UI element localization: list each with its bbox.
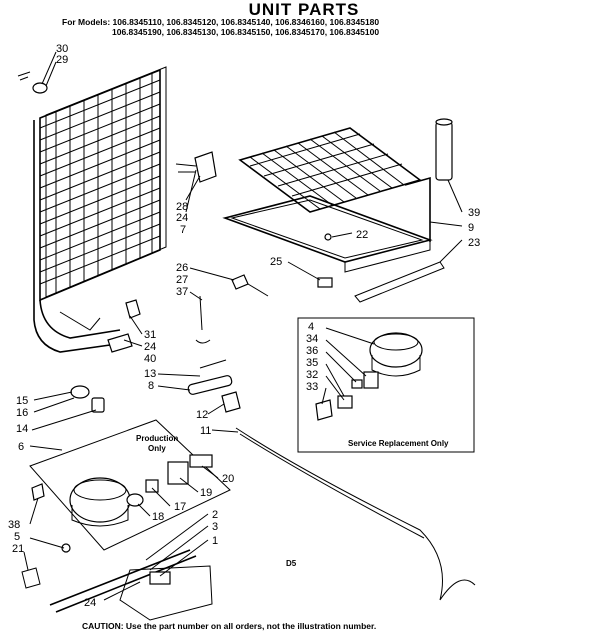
- callout-5: 5: [14, 531, 20, 543]
- callout-40: 40: [144, 353, 156, 365]
- callout-30: 30: [56, 43, 68, 55]
- callout-16: 16: [16, 407, 28, 419]
- callout-14: 14: [16, 423, 28, 435]
- condenser-coil: [33, 66, 167, 353]
- clip-25: [317, 277, 333, 288]
- callout-24-mid: 24: [144, 341, 156, 353]
- callout-37: 37: [176, 286, 188, 298]
- callout-21: 21: [12, 543, 24, 555]
- evaporator: [222, 127, 445, 303]
- callout-6: 6: [18, 441, 24, 453]
- callout-35: 35: [306, 357, 318, 369]
- caution-note: CAUTION: Use the part number on all orde…: [82, 621, 377, 631]
- production-panel: Production Only: [29, 419, 231, 551]
- production-label: Production: [136, 434, 178, 443]
- callout-11: 11: [200, 425, 211, 437]
- callout-8: 8: [148, 380, 154, 392]
- drain-tube-39: [435, 118, 453, 181]
- model-list-line-1: For Models: 106.8345110, 106.8345120, 10…: [62, 17, 380, 27]
- callout-24-top: 24: [176, 212, 188, 224]
- clip-26-27: [231, 274, 269, 297]
- callout-34: 34: [306, 333, 318, 345]
- callout-22: 22: [356, 229, 368, 241]
- callout-33: 33: [306, 381, 318, 393]
- callout-1: 1: [212, 535, 218, 547]
- model-list-line-2: 106.8345190, 106.8345130, 106.8345150, 1…: [112, 27, 380, 37]
- callout-4: 4: [308, 321, 314, 333]
- compressor-production: [31, 454, 213, 553]
- callout-numbers: 30 29 28 24 7 39 9 23 22 25 26 27 37 31 …: [8, 43, 480, 609]
- callout-26: 26: [176, 262, 188, 274]
- callout-25: 25: [270, 256, 282, 268]
- callout-27: 27: [176, 274, 188, 286]
- diagram-code: D5: [286, 559, 297, 568]
- page-title: UNIT PARTS: [248, 0, 360, 19]
- bracket-28: [175, 151, 217, 183]
- terminal-parts-15-16-14: [70, 385, 105, 413]
- callout-32: 32: [306, 369, 318, 381]
- callout-3: 3: [212, 521, 218, 533]
- callout-39: 39: [468, 207, 480, 219]
- callout-38: 38: [8, 519, 20, 531]
- callout-18: 18: [152, 511, 164, 523]
- base-bracket: [21, 549, 213, 621]
- screw-22: [324, 233, 332, 241]
- callout-9: 9: [468, 222, 474, 234]
- callout-2: 2: [212, 509, 218, 521]
- screw-37: [195, 295, 211, 344]
- callout-28: 28: [176, 201, 188, 213]
- callout-31: 31: [144, 329, 156, 341]
- capillary-tube-11: [235, 427, 476, 601]
- service-replacement-label: Service Replacement Only: [348, 439, 449, 448]
- callout-20: 20: [222, 473, 234, 485]
- callout-17: 17: [174, 501, 186, 513]
- callout-7: 7: [180, 224, 186, 236]
- callout-15: 15: [16, 395, 28, 407]
- production-only-label: Only: [148, 444, 166, 453]
- callout-36: 36: [306, 345, 318, 357]
- callout-23: 23: [468, 237, 480, 249]
- clamp-31: [125, 299, 141, 319]
- grommet-30-29: [17, 71, 48, 94]
- bracket-40: [107, 333, 133, 353]
- callout-24-bottom: 24: [84, 597, 96, 609]
- callout-29: 29: [56, 54, 68, 66]
- service-replacement-box: Service Replacement Only: [297, 317, 475, 453]
- callout-19: 19: [200, 487, 212, 499]
- drier-8: [187, 359, 233, 395]
- leader-lines: [23, 51, 463, 601]
- callout-12: 12: [196, 409, 208, 421]
- clamp-12: [221, 391, 241, 413]
- callout-13: 13: [144, 368, 156, 380]
